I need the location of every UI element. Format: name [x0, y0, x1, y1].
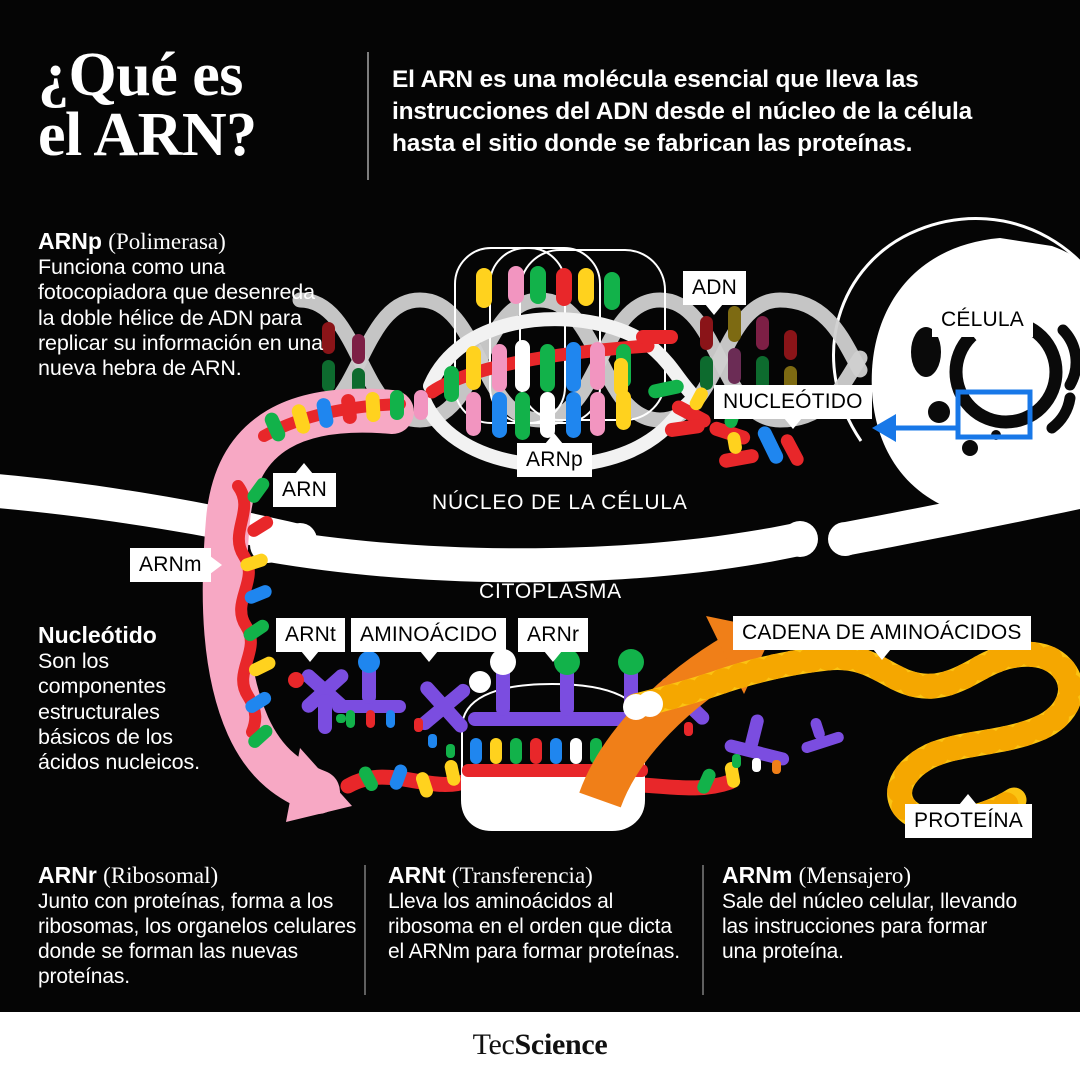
label-arnp-text: ARNp — [526, 448, 583, 471]
column-arnr-term: ARNr — [38, 862, 97, 888]
zoom-highlight-icon — [872, 389, 1033, 442]
column-arnt-heading: ARNt (Transferencia) — [388, 862, 688, 889]
column-arnm-heading: ARNm (Mensajero) — [722, 862, 1022, 889]
label-arnr: ARNr — [518, 618, 589, 662]
label-arn: ARN — [273, 463, 336, 507]
note-nucleotido: Nucleótido Son los componentes estructur… — [38, 622, 213, 776]
label-aminoacido-pointer — [419, 651, 438, 662]
label-arnt-text: ARNt — [285, 623, 336, 646]
column-arnr: ARNr (Ribosomal) Junto con proteínas, fo… — [38, 862, 360, 990]
column-arnt: ARNt (Transferencia) Lleva los aminoácid… — [388, 862, 688, 965]
label-proteina: PROTEÍNA — [905, 794, 1032, 838]
label-arnm: ARNm — [130, 548, 222, 582]
column-arnm-term: ARNm — [722, 862, 793, 888]
column-arnt-body: Lleva los aminoácidos al ribosoma en el … — [388, 890, 680, 963]
label-nucleotido: NUCLEÓTIDO — [714, 385, 872, 429]
note-arnp-paren: (Polimerasa) — [108, 229, 226, 254]
label-proteina-text: PROTEÍNA — [914, 809, 1023, 832]
footer-bar — [0, 1012, 1080, 1080]
label-arnr-pointer — [544, 651, 563, 662]
label-nucleotido-text: NUCLEÓTIDO — [723, 390, 863, 413]
label-cadena-pointer — [872, 649, 891, 660]
label-proteina-pointer — [959, 794, 978, 805]
column-arnt-term: ARNt — [388, 862, 446, 888]
page-title: ¿Qué es el ARN? — [38, 41, 358, 169]
protein-chain-icon — [623, 641, 1080, 834]
label-adn: ADN — [683, 271, 746, 315]
label-cadena-aminoacidos: CADENA DE AMINOÁCIDOS — [733, 616, 1031, 660]
page-title-line2: el ARN? — [38, 100, 257, 169]
region-label-citoplasma: CITOPLASMA — [479, 580, 622, 603]
bottom-columns: ARNr (Ribosomal) Junto con proteínas, fo… — [0, 862, 1080, 1012]
note-arnp-body: Funciona como una fotocopiadora que dese… — [38, 255, 324, 381]
label-adn-pointer — [705, 304, 724, 315]
label-celula-text: CÉLULA — [941, 308, 1024, 331]
label-arnm-pointer — [209, 556, 222, 574]
label-arnp: ARNp — [517, 433, 592, 477]
column-arnr-paren: (Ribosomal) — [103, 863, 219, 888]
region-label-nucleo: NÚCLEO DE LA CÉLULA — [432, 491, 688, 514]
label-arnr-text: ARNr — [527, 623, 580, 646]
label-cadena-text: CADENA DE AMINOÁCIDOS — [742, 621, 1022, 644]
brand-logo: TecScience — [0, 1028, 1080, 1062]
note-nucleotido-heading: Nucleótido — [38, 622, 157, 648]
label-arnp-pointer — [545, 433, 564, 444]
brand-logo-light: Tec — [472, 1028, 515, 1061]
column-arnm-paren: (Mensajero) — [798, 863, 912, 888]
note-arnp-heading: ARNp (Polimerasa) — [38, 228, 330, 255]
label-arnt: ARNt — [276, 618, 345, 662]
label-adn-text: ADN — [692, 276, 737, 299]
label-arn-text: ARN — [282, 478, 327, 501]
column-arnt-paren: (Transferencia) — [451, 863, 593, 888]
brand-logo-bold: Science — [514, 1028, 608, 1061]
column-divider-2 — [702, 865, 704, 995]
label-aminoacido-text: AMINOÁCIDO — [360, 623, 498, 646]
new-rna-strand-icon — [425, 330, 684, 440]
label-celula-pointer — [973, 336, 992, 347]
column-arnr-heading: ARNr (Ribosomal) — [38, 862, 360, 889]
header: ¿Qué es el ARN? El ARN es una molécula e… — [0, 0, 1080, 210]
label-aminoacido: AMINOÁCIDO — [351, 618, 507, 662]
cell-illustration-icon — [871, 238, 1080, 519]
note-arnp-term: ARNp — [38, 228, 102, 254]
page-subtitle: El ARN es una molécula esencial que llev… — [392, 66, 972, 157]
column-arnm-body: Sale del núcleo celular, llevando las in… — [722, 890, 1018, 963]
free-nucleotides-icon — [664, 387, 804, 468]
column-divider-1 — [364, 865, 366, 995]
label-nucleotido-pointer — [783, 418, 802, 429]
dna-top-bases-icon — [476, 266, 620, 310]
page-title-line1: ¿Qué es — [38, 41, 243, 109]
cell-outline-icon — [832, 217, 1080, 442]
nascent-rna-icon — [232, 390, 428, 748]
label-arnm-text: ARNm — [139, 553, 202, 576]
column-arnr-body: Junto con proteínas, forma a los ribosom… — [38, 890, 357, 988]
dna-bubble-icon — [417, 312, 699, 473]
label-arn-pointer — [295, 463, 314, 474]
note-arnp: ARNp (Polimerasa) Funciona como una foto… — [38, 228, 330, 382]
label-arnt-pointer — [301, 651, 320, 662]
note-nucleotido-body: Son los componentes estructurales básico… — [38, 649, 201, 775]
column-arnm: ARNm (Mensajero) Sale del núcleo celular… — [722, 862, 1022, 965]
label-celula: CÉLULA — [932, 303, 1033, 347]
header-divider — [367, 52, 369, 180]
